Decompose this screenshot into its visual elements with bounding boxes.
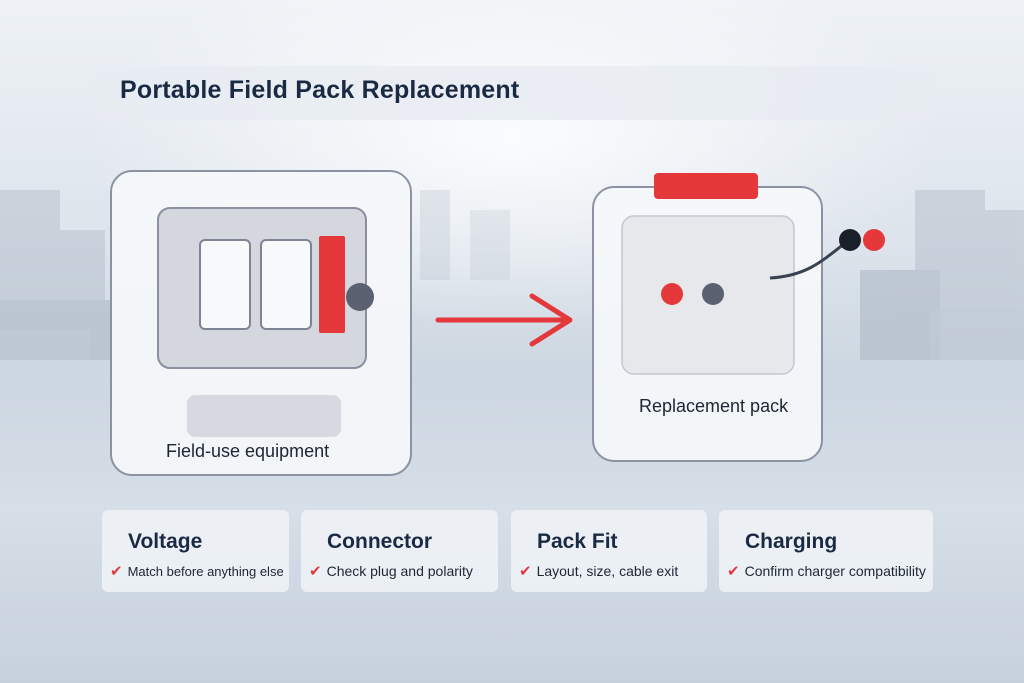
pack-top-tab xyxy=(654,173,758,199)
checkmark-icon: ✔ xyxy=(110,563,123,580)
checklist-text: ✔ Match before anything else xyxy=(110,562,284,580)
equipment-terminal xyxy=(346,283,374,311)
checklist-title: Charging xyxy=(745,530,838,553)
title-bar xyxy=(90,66,936,120)
replacement-pack-illustration xyxy=(621,173,885,375)
checklist-text: ✔Check plug and polarity xyxy=(309,562,473,580)
checklist-text: ✔Layout, size, cable exit xyxy=(519,562,678,580)
equipment-caption: Field-use equipment xyxy=(166,441,330,461)
equipment-illustration xyxy=(157,207,374,437)
checklist-title: Voltage xyxy=(128,530,203,553)
page-title: Portable Field Pack Replacement xyxy=(120,76,520,104)
checklist-title: Connector xyxy=(327,530,432,553)
red-terminal xyxy=(661,283,683,305)
checklist-text-value: Layout, size, cable exit xyxy=(536,563,679,579)
checkmark-icon: ✔ xyxy=(727,563,740,580)
checklist-text-value: Check plug and polarity xyxy=(326,563,473,579)
gray-terminal xyxy=(702,283,724,305)
cell-slot-2 xyxy=(260,239,312,330)
checklist-connector: Connector ✔Check plug and polarity xyxy=(301,510,498,592)
checkmark-icon: ✔ xyxy=(519,563,532,580)
cell-slot-1 xyxy=(199,239,251,330)
checklist-charging: Charging ✔Confirm charger compatibility xyxy=(719,510,933,592)
checklist-text-value: Match before anything else xyxy=(127,564,284,579)
replacement-pack-caption: Replacement pack xyxy=(639,396,789,416)
checklist-pack-fit: Pack Fit ✔Layout, size, cable exit xyxy=(511,510,707,592)
arrow-right-icon xyxy=(435,293,573,347)
checklist-text: ✔Confirm charger compatibility xyxy=(727,562,926,580)
red-battery-pack xyxy=(319,236,345,333)
cable-plug-black xyxy=(839,229,861,251)
checklist-text-value: Confirm charger compatibility xyxy=(744,563,926,579)
checklist-voltage: Voltage ✔ Match before anything else xyxy=(102,510,289,592)
cable-plug-red xyxy=(863,229,885,251)
equipment-label-plate xyxy=(187,395,341,437)
pack-cable xyxy=(769,241,846,280)
checklist-title: Pack Fit xyxy=(537,530,618,553)
background-cityscape xyxy=(0,190,1024,360)
checkmark-icon: ✔ xyxy=(309,563,322,580)
